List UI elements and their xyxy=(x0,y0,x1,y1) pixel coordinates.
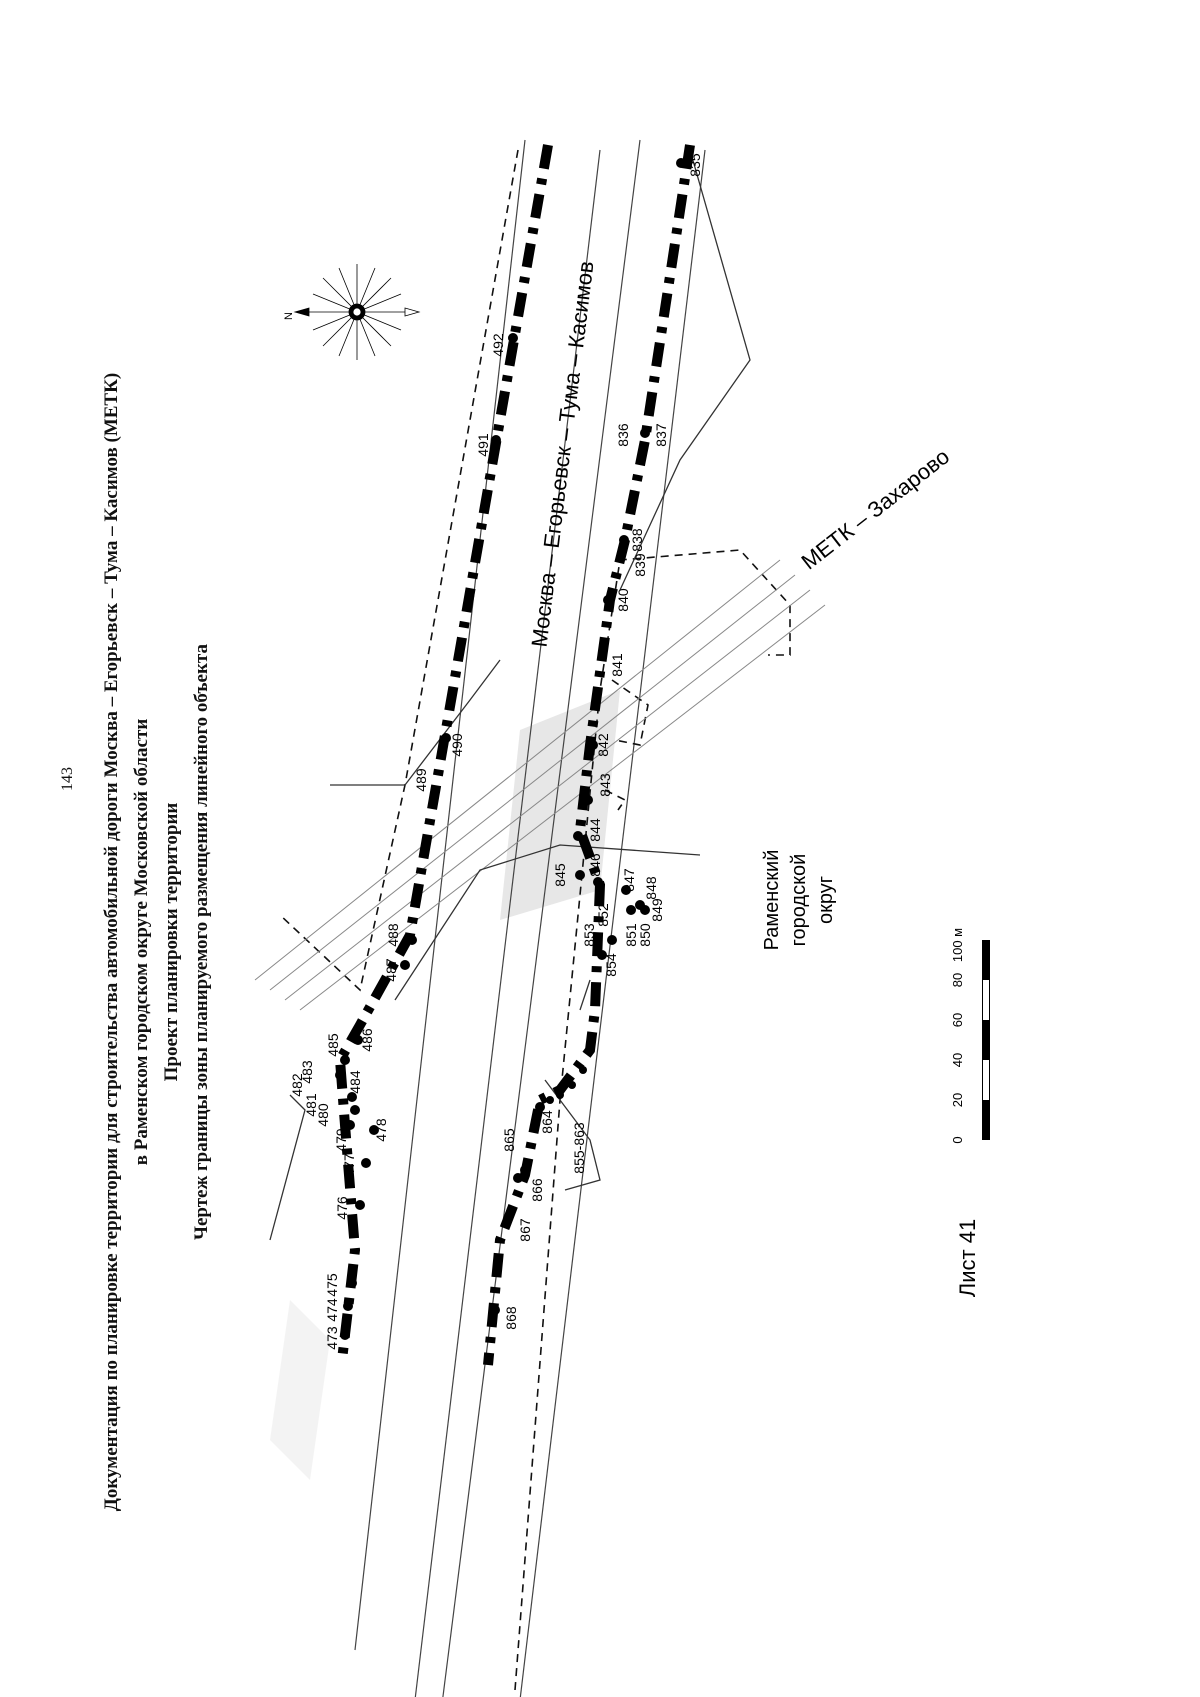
branch-corridor xyxy=(254,559,826,1011)
point-label-477: 477 xyxy=(341,1153,357,1177)
point-label-845: 845 xyxy=(552,863,568,887)
point-label-839: 839 xyxy=(632,553,648,577)
point-label-475: 475 xyxy=(324,1273,340,1297)
zone-boundary-dashed xyxy=(279,149,791,1691)
district-label-line-1: Раменский xyxy=(761,850,783,951)
point-label-852: 852 xyxy=(595,903,611,927)
point-label-864: 864 xyxy=(539,1110,555,1134)
point-label-850: 850 xyxy=(637,923,653,947)
point-label-485: 485 xyxy=(325,1033,341,1057)
point-label-846: 846 xyxy=(587,853,603,877)
point-label-865: 865 xyxy=(501,1128,517,1152)
scale-tick-60: 60 xyxy=(950,1013,965,1027)
point-label-848: 848 xyxy=(643,876,659,900)
point-label-478: 478 xyxy=(373,1118,389,1142)
point-label-480: 480 xyxy=(315,1103,331,1127)
scale-end-label: 100 м xyxy=(950,928,965,962)
planned-zone-boundary-upper xyxy=(334,144,553,1361)
scale-labels: 0 20 40 60 80 100 м xyxy=(950,928,965,1144)
road-label: Москва – Егорьевск – Тума – Касимов xyxy=(526,260,598,649)
boundary-points xyxy=(335,158,686,1340)
scale-tick-0: 0 xyxy=(950,1136,965,1143)
compass-north-letter: N xyxy=(283,312,295,320)
planned-zone-boundary-lower xyxy=(483,144,695,1366)
point-label-855-863: 855-863 xyxy=(571,1122,587,1174)
point-label-851: 851 xyxy=(623,923,639,947)
point-label-838: 838 xyxy=(629,528,645,552)
road-corridor-lines xyxy=(354,139,706,1697)
point-label-484: 484 xyxy=(347,1070,363,1094)
point-label-491: 491 xyxy=(475,433,491,457)
point-label-479: 479 xyxy=(333,1128,349,1152)
point-label-488: 488 xyxy=(385,923,401,947)
point-label-482: 482 xyxy=(289,1073,305,1097)
scale-tick-40: 40 xyxy=(950,1053,965,1067)
point-label-483: 483 xyxy=(299,1060,315,1084)
compass-rose-icon xyxy=(293,264,421,360)
point-label-473: 473 xyxy=(324,1326,340,1350)
point-label-837: 837 xyxy=(653,423,669,447)
point-label-867: 867 xyxy=(517,1218,533,1242)
sheet-label: Лист 41 xyxy=(955,1219,980,1297)
point-label-849: 849 xyxy=(649,898,665,922)
point-label-836: 836 xyxy=(615,423,631,447)
point-label-492: 492 xyxy=(490,333,506,357)
point-label-854: 854 xyxy=(603,953,619,977)
point-label-868: 868 xyxy=(503,1306,519,1330)
district-label: Раменский городской округ xyxy=(761,850,837,951)
point-label-847: 847 xyxy=(621,868,637,892)
scale-tick-20: 20 xyxy=(950,1093,965,1107)
point-label-843: 843 xyxy=(597,773,613,797)
point-label-474: 474 xyxy=(324,1298,340,1322)
branch-label: МЕТК – Захарово xyxy=(797,444,955,575)
scale-bar xyxy=(982,940,990,1140)
point-label-481: 481 xyxy=(303,1093,319,1117)
point-label-486: 486 xyxy=(359,1028,375,1052)
point-label-487: 487 xyxy=(383,958,399,982)
point-label-853: 853 xyxy=(581,923,597,947)
scale-tick-80: 80 xyxy=(950,973,965,987)
point-label-489: 489 xyxy=(413,768,429,792)
point-label-866: 866 xyxy=(529,1178,545,1202)
point-label-841: 841 xyxy=(609,653,625,677)
point-label-835: 835 xyxy=(687,153,703,177)
district-border xyxy=(269,149,751,1241)
point-label-842: 842 xyxy=(595,733,611,757)
point-label-840: 840 xyxy=(615,588,631,612)
point-label-490: 490 xyxy=(449,733,465,757)
point-label-844: 844 xyxy=(587,818,603,842)
point-label-476: 476 xyxy=(334,1196,350,1220)
district-label-line-2: городской xyxy=(788,854,810,947)
district-label-line-3: округ xyxy=(815,876,837,924)
